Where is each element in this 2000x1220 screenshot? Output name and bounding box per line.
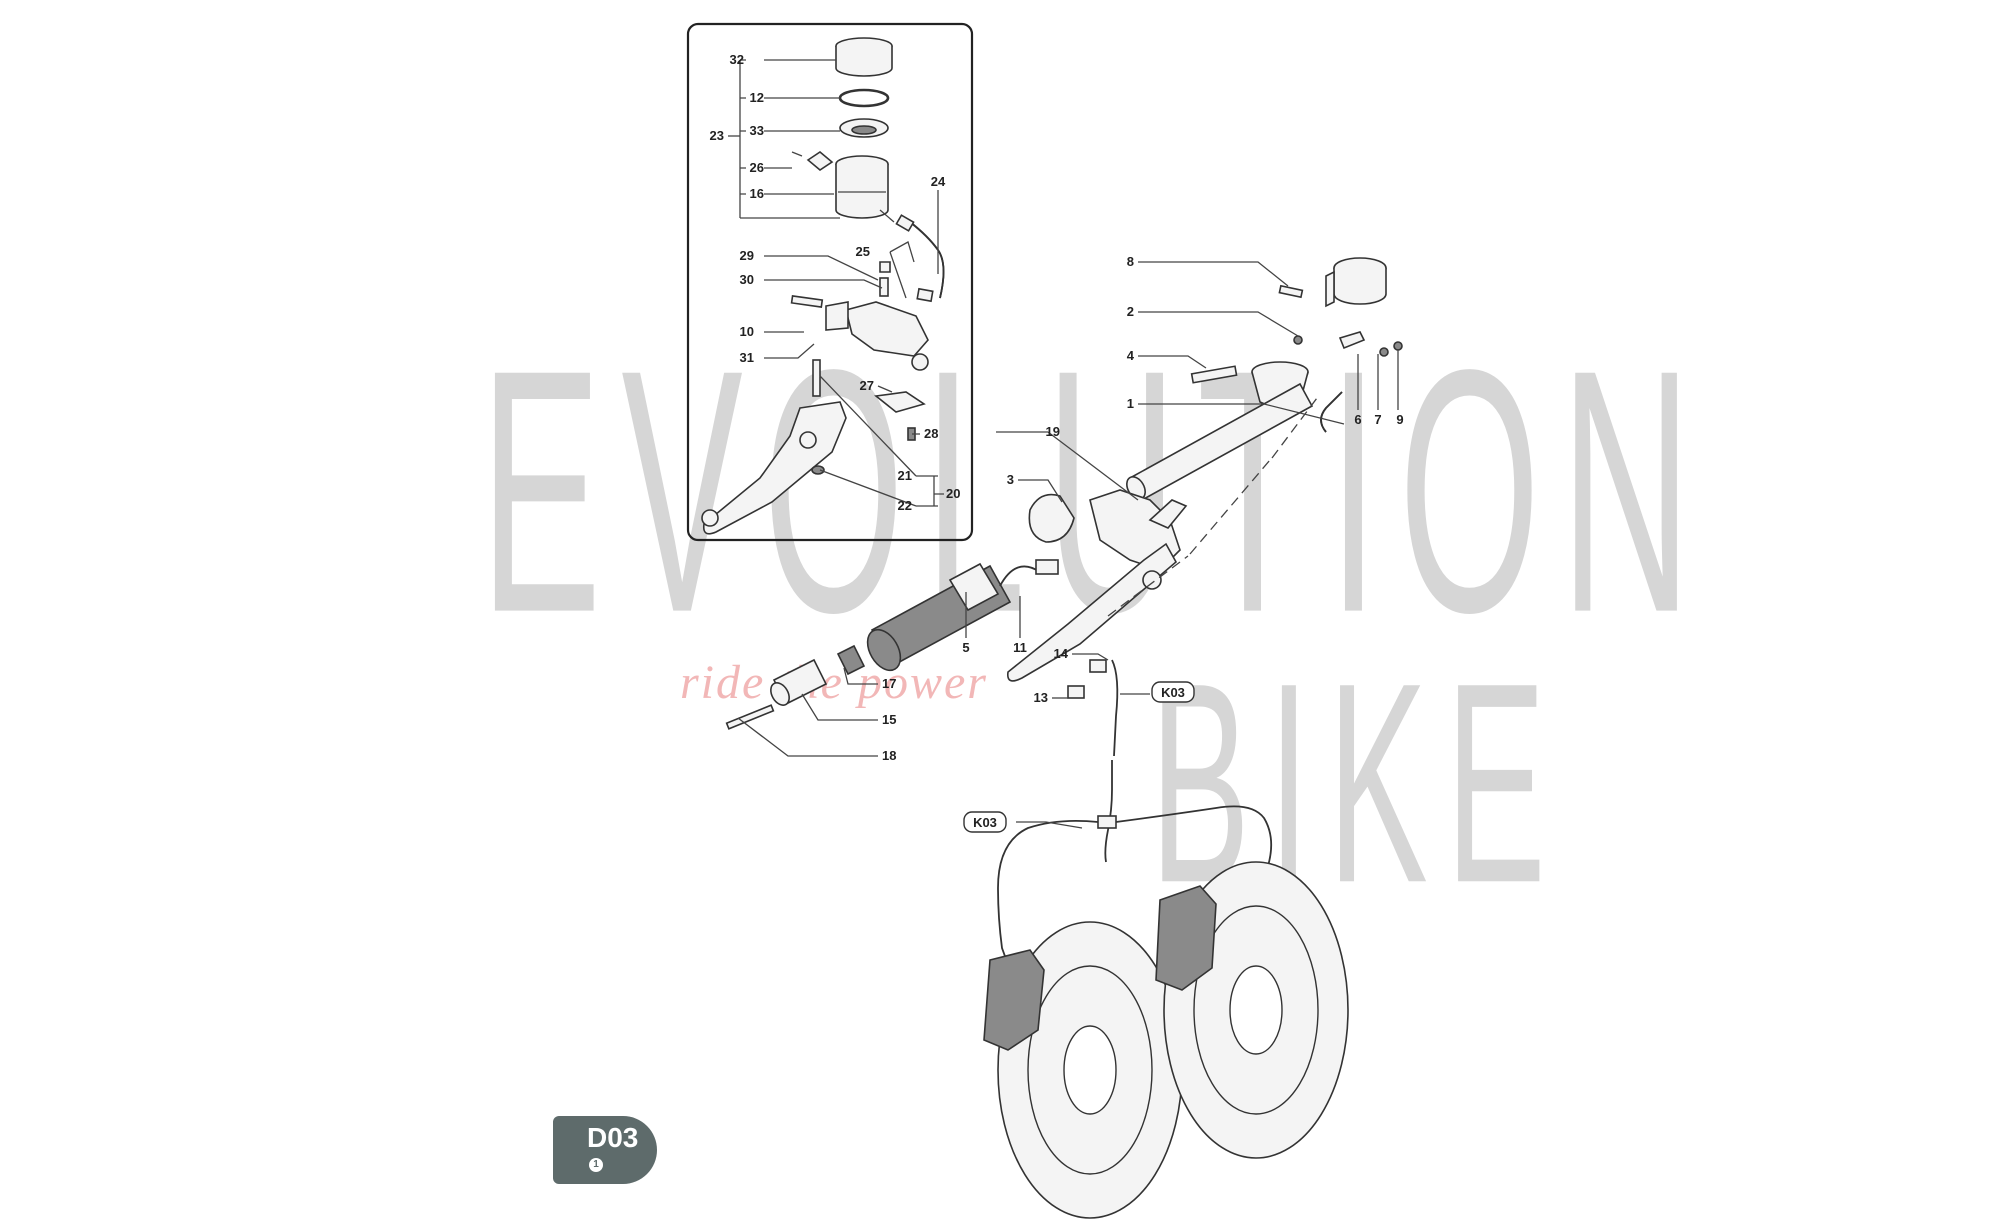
hose-clamp-lower (916, 287, 934, 303)
master-cylinder-body (825, 301, 929, 371)
callout-14: 14 (1054, 646, 1069, 661)
callout-3: 3 (1007, 472, 1014, 487)
callout-27: 27 (860, 378, 874, 393)
callout-24: 24 (931, 174, 946, 189)
callout-22: 22 (898, 498, 912, 513)
lever-nut (811, 465, 825, 475)
right-brake-caliper (1155, 885, 1217, 991)
callout-17: 17 (882, 676, 896, 691)
callout-23: 23 (710, 128, 724, 143)
bar-end-weight (770, 658, 828, 706)
small-nut (1293, 335, 1303, 345)
clamp-bolt (790, 295, 824, 308)
callout-11: 11 (1013, 640, 1027, 655)
banjo-bolt (1089, 659, 1107, 673)
callout-18: 18 (882, 748, 896, 763)
banjo-washer (1067, 685, 1085, 699)
callout-1: 1 (1127, 396, 1134, 411)
badge-sub: 1 (589, 1158, 603, 1172)
left-caliper-hose (997, 819, 1099, 971)
callout-9: 9 (1396, 412, 1403, 427)
watermark-evolution: EVOLUTION (480, 297, 1712, 685)
callout-2: 2 (1127, 304, 1134, 319)
front-brake-hose-mid (1104, 760, 1113, 863)
callout-33: 33 (750, 123, 764, 138)
brake-lever-inset (701, 401, 847, 535)
inset-leaders (728, 59, 944, 507)
callout-28: 28 (924, 426, 938, 441)
callout-20: 20 (946, 486, 960, 501)
switch-wiring (999, 559, 1059, 587)
callout-21: 21 (898, 468, 912, 483)
bleed-valve (879, 261, 891, 273)
callout-4: 4 (1127, 348, 1135, 363)
front-brake-hose-upper (1111, 659, 1119, 757)
fluid-reservoir (835, 155, 895, 223)
svg-text:K03: K03 (1161, 685, 1185, 700)
switch-plate (874, 391, 926, 413)
reservoir-bracket (791, 151, 834, 171)
callout-25: 25 (856, 244, 870, 259)
splitter-fitting (1097, 815, 1117, 829)
lever-pivot-bolt (812, 359, 821, 397)
diaphragm (839, 118, 889, 138)
callout-7: 7 (1374, 412, 1381, 427)
callout-26: 26 (750, 160, 764, 175)
main-reservoir (1325, 257, 1387, 308)
callout-32: 32 (730, 52, 744, 67)
callout-12: 12 (750, 90, 764, 105)
callout-6: 6 (1354, 412, 1361, 427)
screw-small (1393, 341, 1403, 351)
callout-5: 5 (962, 640, 969, 655)
ref-tag-k03-upper[interactable]: K03 (1151, 681, 1195, 703)
reservoir-cap (835, 37, 893, 77)
badge-code: D03 (587, 1122, 639, 1153)
callout-10: 10 (740, 324, 754, 339)
bar-end-spacer (836, 644, 866, 676)
washer (1379, 347, 1389, 357)
seal-ring (838, 88, 890, 108)
callout-16: 16 (750, 186, 764, 201)
callout-29: 29 (740, 248, 754, 263)
bar-end-bolt (725, 704, 775, 730)
callout-13: 13 (1034, 690, 1048, 705)
ref-tag-k03-lower[interactable]: K03 (963, 811, 1007, 833)
callout-30: 30 (740, 272, 754, 287)
reservoir-screw (1278, 284, 1304, 299)
left-brake-disc (997, 921, 1183, 1219)
left-brake-caliper (983, 949, 1045, 1051)
reservoir-bracket-main (1338, 331, 1366, 350)
callout-8: 8 (1127, 254, 1134, 269)
assembly-axis (1107, 393, 1321, 617)
clamp-bolt-main (1190, 365, 1238, 384)
right-caliper-hose (1115, 805, 1273, 893)
detail-inset-frame (686, 22, 974, 542)
diagram-section-badge: D03 1 (553, 1116, 657, 1184)
throttle-grip (866, 562, 1012, 672)
svg-text:K03: K03 (973, 815, 997, 830)
callout-19: 19 (1046, 424, 1060, 439)
throttle-housing (1028, 493, 1075, 543)
watermark-tagline: ride the power (680, 656, 988, 709)
callout-31: 31 (740, 350, 754, 365)
main-leaders (737, 261, 1399, 829)
hose-clamp-upper (895, 214, 915, 232)
callout-15: 15 (882, 712, 896, 727)
brake-lever-main (1006, 542, 1178, 682)
